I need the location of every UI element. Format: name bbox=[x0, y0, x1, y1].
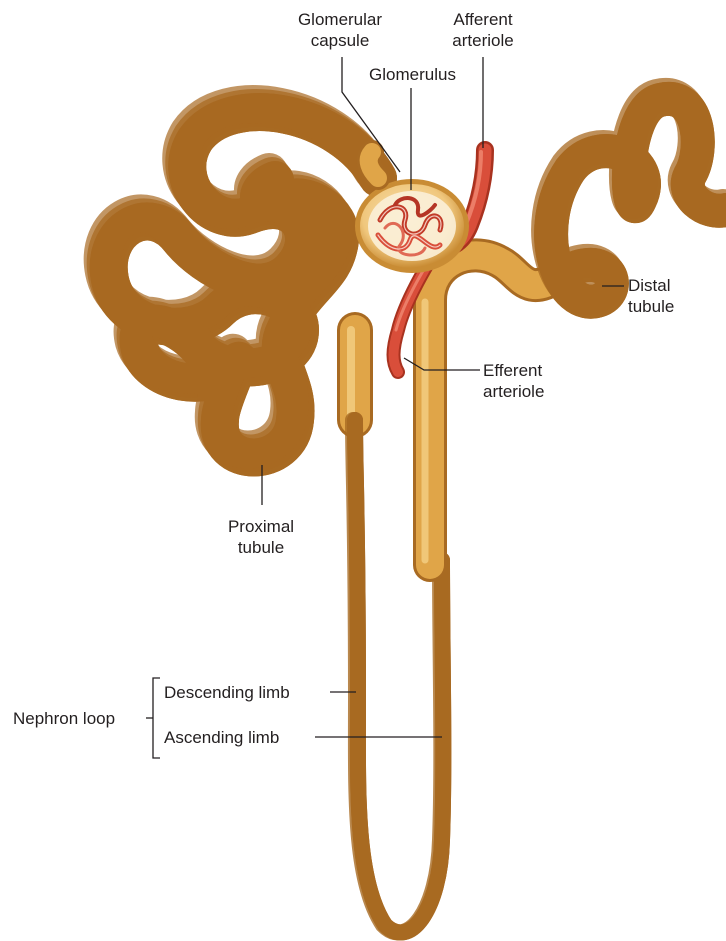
proximal-tubule-shape bbox=[103, 104, 378, 457]
afferent-arteriole-label: Afferent arteriole bbox=[428, 9, 538, 51]
distal-tubule-label-line1: Distal bbox=[628, 275, 674, 296]
proximal-tubule-label: Proximal tubule bbox=[205, 516, 317, 558]
distal-tubule-label: Distal tubule bbox=[628, 275, 674, 317]
glomerular-capsule-label-line1: Glomerular bbox=[280, 9, 400, 30]
ascending-limb-label: Ascending limb bbox=[164, 727, 279, 748]
afferent-arteriole-label-line2: arteriole bbox=[428, 30, 538, 51]
glomerulus-label: Glomerulus bbox=[355, 64, 470, 85]
efferent-arteriole-label-line2: arteriole bbox=[483, 381, 544, 402]
proximal-tubule-label-line2: tubule bbox=[205, 537, 317, 558]
thick-ascending-limb-shape bbox=[425, 255, 560, 565]
proximal-tubule-label-line1: Proximal bbox=[205, 516, 317, 537]
afferent-arteriole-label-line1: Afferent bbox=[428, 9, 538, 30]
glomerular-capsule-label: Glomerular capsule bbox=[280, 9, 400, 51]
distal-tubule-label-line2: tubule bbox=[628, 296, 674, 317]
descending-limb-label: Descending limb bbox=[164, 682, 290, 703]
efferent-arteriole-label-line1: Efferent bbox=[483, 360, 544, 381]
nephron-loop-label: Nephron loop bbox=[13, 708, 115, 729]
glomerular-capsule-label-line2: capsule bbox=[280, 30, 400, 51]
nephron-loop-bracket bbox=[153, 678, 160, 758]
distal-tubule-shape bbox=[548, 95, 726, 302]
efferent-arteriole-label: Efferent arteriole bbox=[483, 360, 544, 402]
